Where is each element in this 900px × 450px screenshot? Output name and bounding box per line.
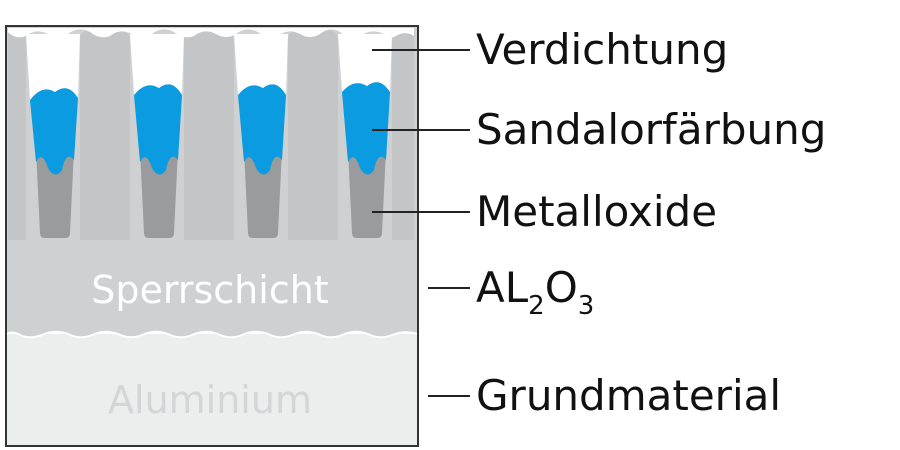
pore-wall: [184, 30, 234, 240]
base-layer-label: Aluminium: [108, 378, 312, 422]
legend-al2o3-sub1: 2: [528, 291, 545, 321]
pore-wall: [8, 34, 26, 240]
dye-fill: [30, 88, 78, 175]
pore-walls: [8, 30, 414, 240]
leader-lines: [372, 49, 470, 397]
legend-al2o3: AL2O3: [476, 263, 594, 321]
legend-al2o3-sub2: 3: [578, 291, 595, 321]
base-material-layer: [6, 334, 418, 446]
metal-oxide-fill: [140, 150, 178, 238]
dye-fill: [134, 84, 182, 175]
metal-oxide-fill: [36, 150, 74, 238]
pore-1: [26, 34, 80, 238]
diagram-outline: [5, 25, 419, 447]
metal-oxide-fill: [348, 150, 386, 238]
legend-dye: Sandalorfärbung: [476, 105, 826, 154]
legend-al2o3-main: AL: [476, 263, 529, 312]
sealing-fill: [338, 34, 392, 92]
dye-fill: [342, 82, 390, 175]
barrier-layer-label: Sperrschicht: [91, 268, 328, 312]
pore-wall: [80, 30, 130, 240]
layer-boundary-line: [5, 330, 419, 339]
legend-sealing: Verdichtung: [476, 25, 728, 74]
legend-base-material: Grundmaterial: [476, 371, 781, 420]
dye-fill: [238, 84, 286, 175]
legend-metal-oxide: Metalloxide: [476, 187, 717, 236]
pore-2: [130, 34, 184, 238]
sealing-fill: [26, 34, 80, 100]
sealing-top-strip: [8, 28, 414, 38]
pore-3: [234, 34, 288, 238]
pore-wall: [288, 30, 338, 240]
metal-oxide-fill: [244, 150, 282, 238]
legend-al2o3-mid: O: [545, 263, 578, 312]
pore-wall: [392, 34, 414, 240]
sealing-fill: [130, 34, 184, 95]
sealing-fill: [234, 34, 288, 95]
pore-4: [338, 34, 392, 238]
